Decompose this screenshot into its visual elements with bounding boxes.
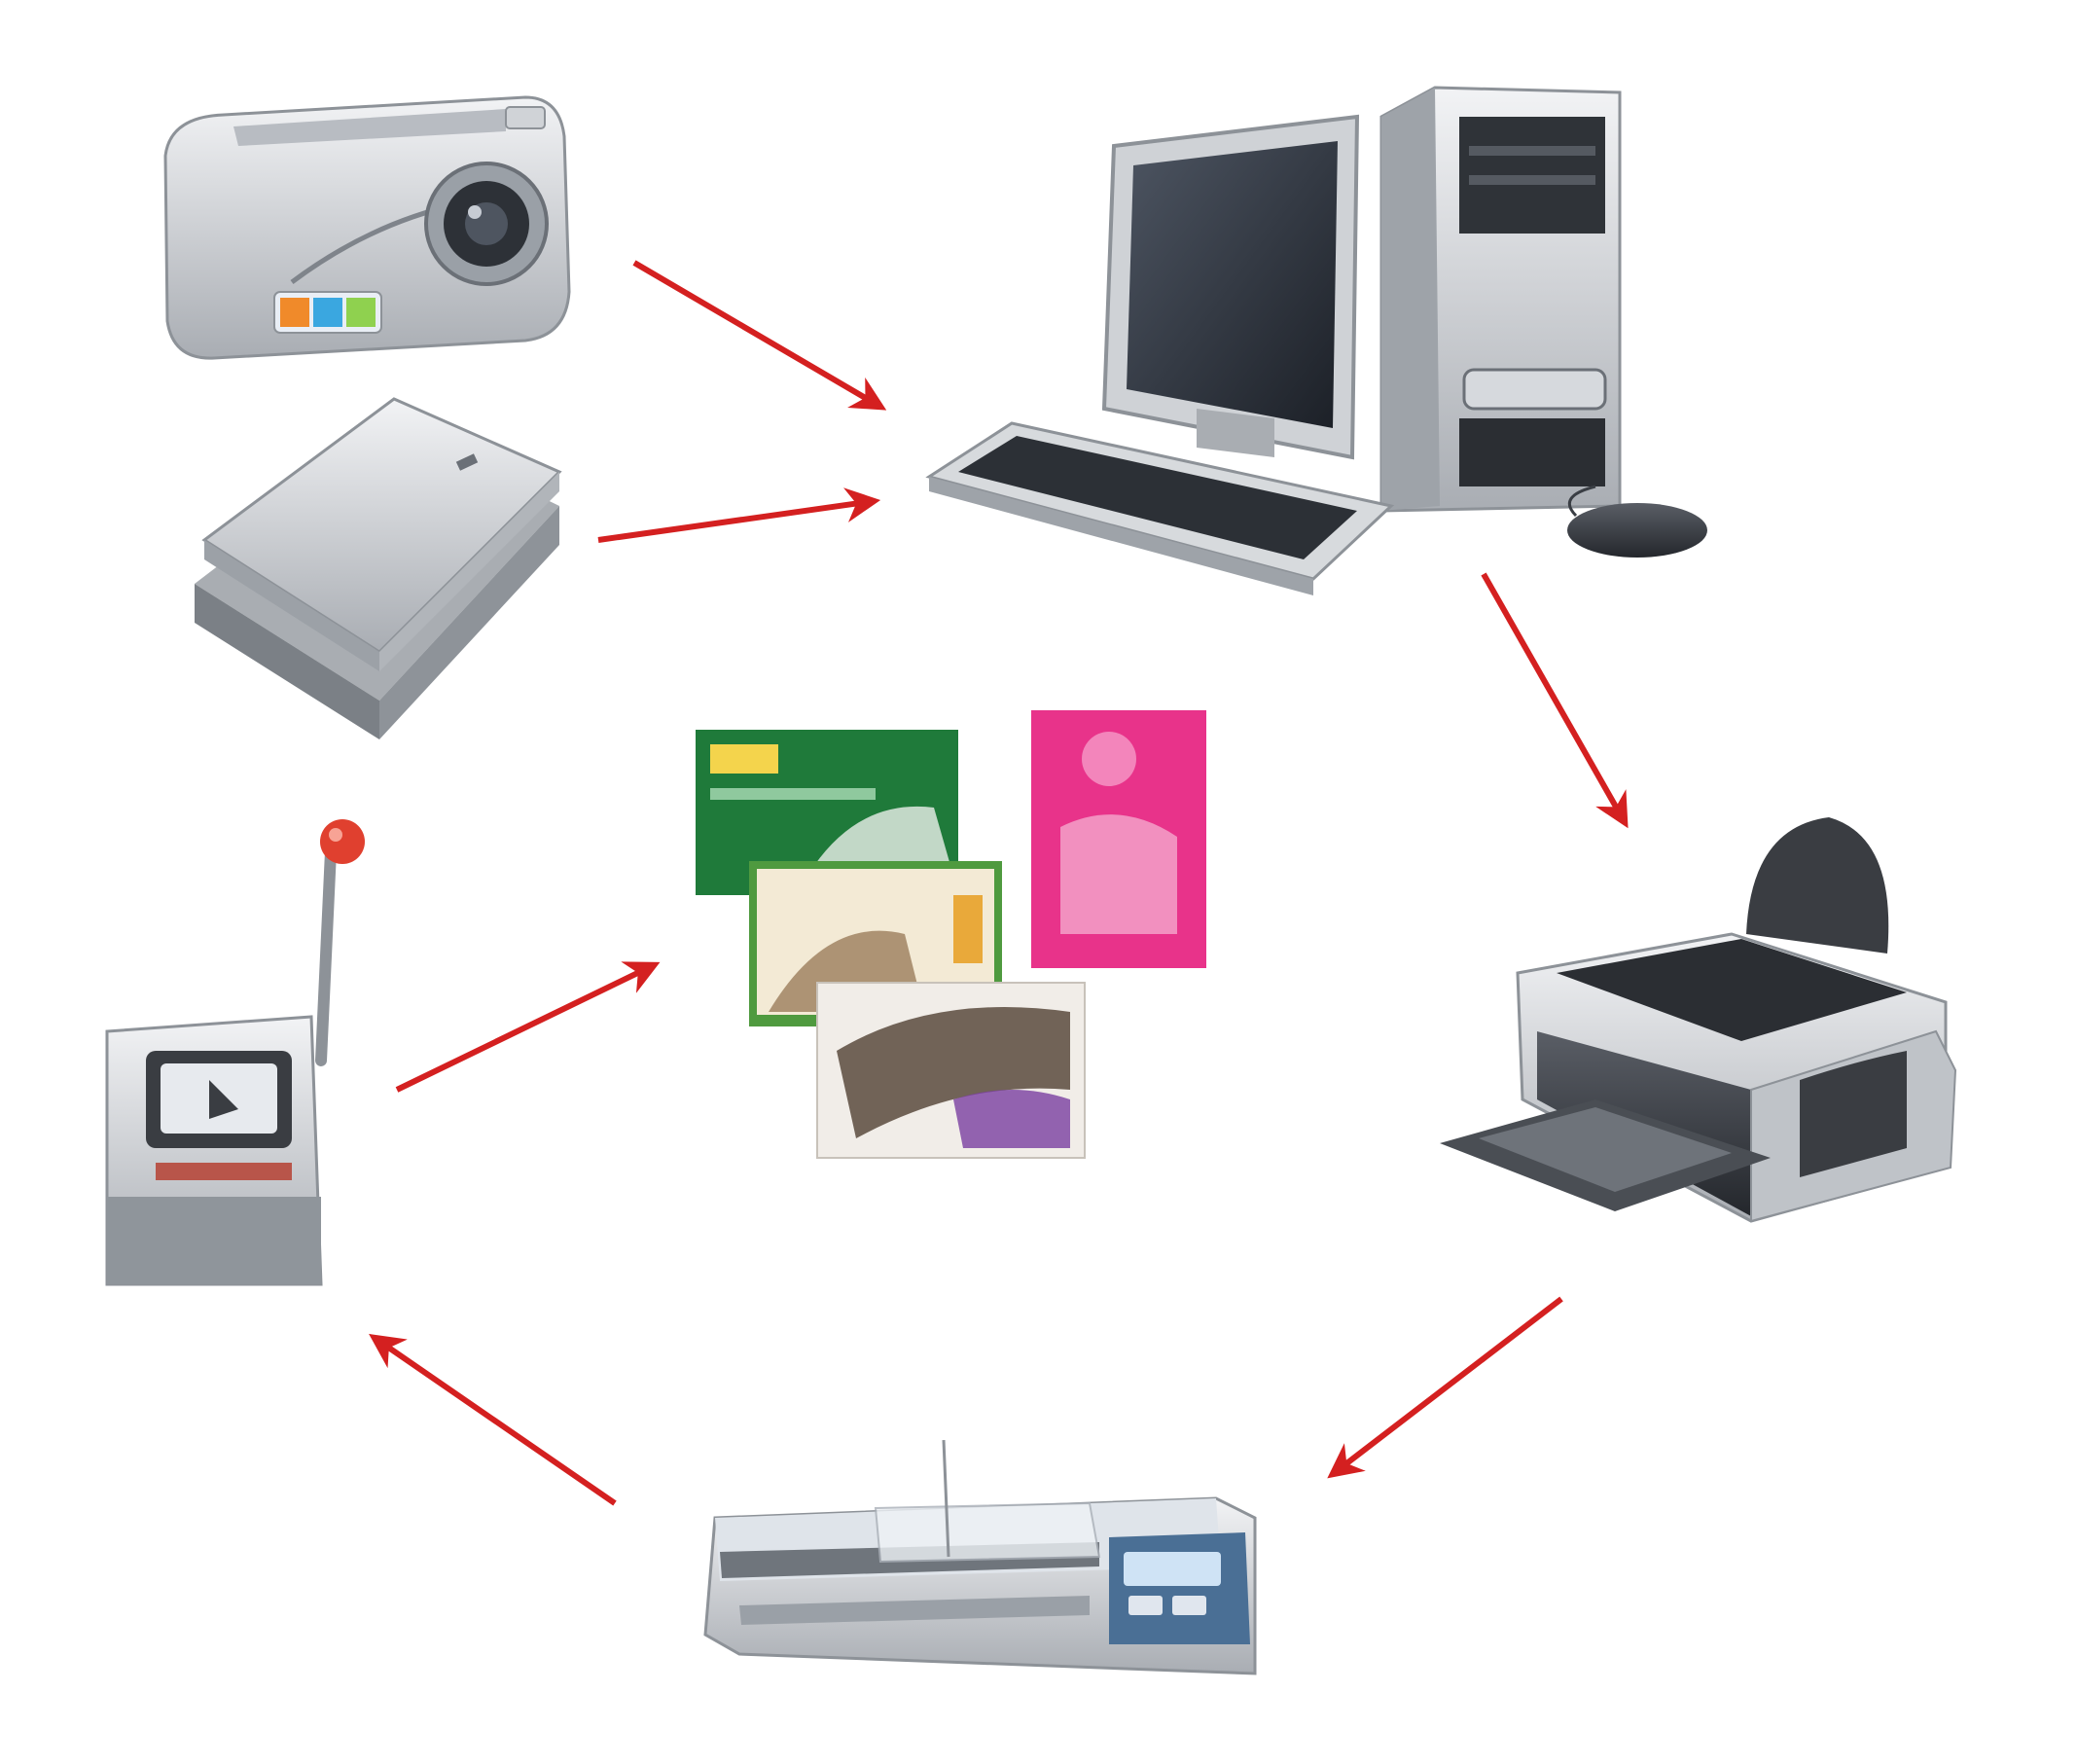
digital-camera-icon bbox=[163, 95, 571, 360]
desktop-computer-icon bbox=[925, 86, 1707, 595]
arrow-camera-to-computer bbox=[632, 260, 887, 411]
arrow-printer-to-laminator bbox=[1327, 1296, 1563, 1479]
flow-arrows bbox=[369, 260, 1629, 1506]
laminator-icon bbox=[703, 1439, 1257, 1675]
arrow-cutter-to-cards bbox=[395, 961, 661, 1093]
arrow-scanner-to-computer bbox=[597, 487, 881, 543]
arrow-laminator-to-cutter bbox=[369, 1333, 617, 1506]
printed-cards-icon bbox=[696, 710, 1206, 1159]
card-cutter-icon bbox=[105, 819, 365, 1286]
arrow-computer-to-printer bbox=[1481, 572, 1629, 829]
flatbed-scanner-icon bbox=[195, 397, 562, 739]
inkjet-printer-icon bbox=[1440, 817, 1957, 1223]
